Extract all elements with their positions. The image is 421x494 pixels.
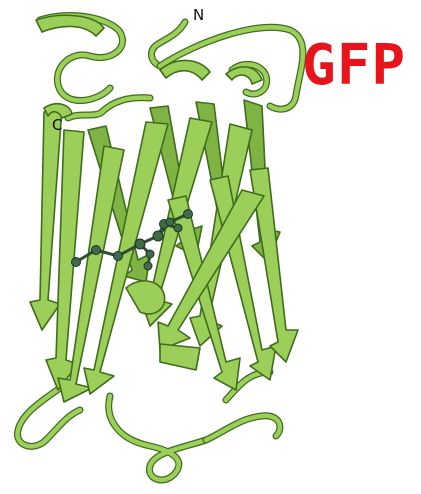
beta-strand: [126, 281, 165, 314]
gfp-title: GFP: [302, 33, 406, 98]
n-terminus-label: N: [193, 6, 204, 24]
beta-barrel-strands: [30, 15, 298, 402]
c-terminus-label: C: [52, 116, 62, 134]
beta-strand: [30, 108, 62, 330]
beta-strand: [160, 344, 200, 370]
